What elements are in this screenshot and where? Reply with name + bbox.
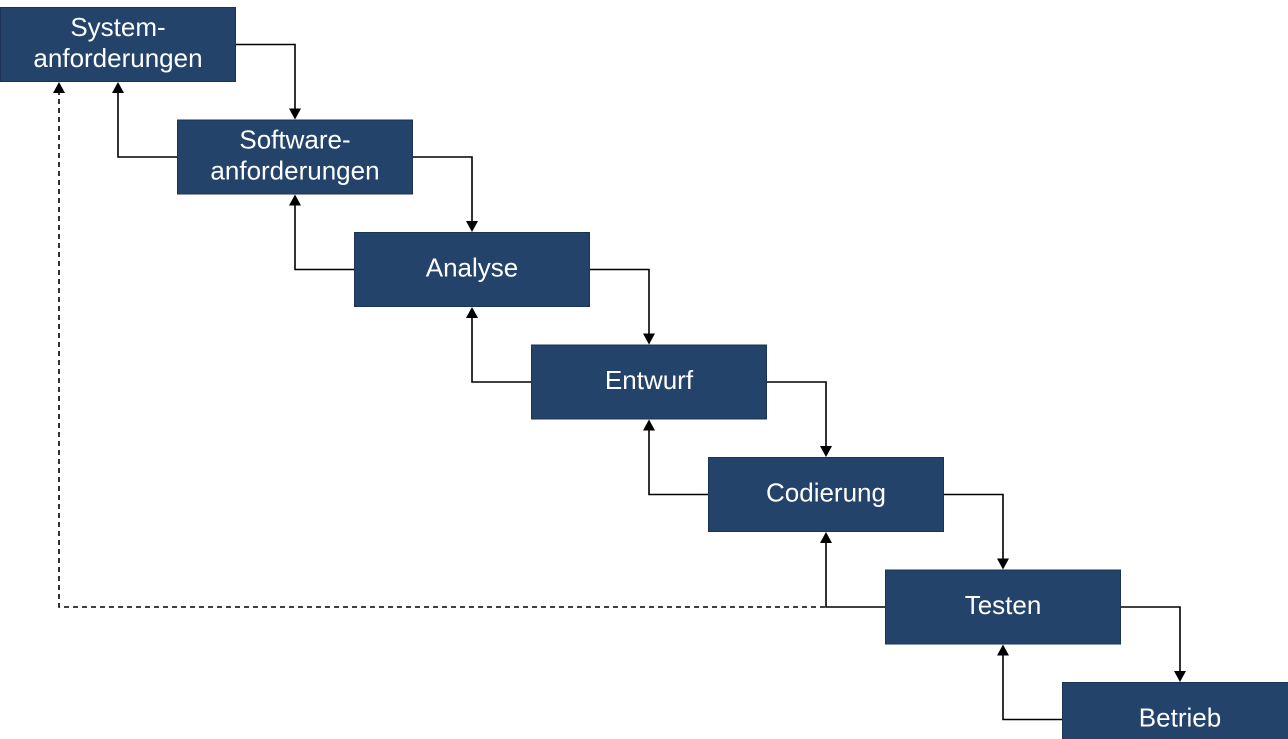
phase-box-rect <box>885 569 1121 645</box>
forward-arrow-line <box>236 43 296 110</box>
back-arrow-line <box>825 542 885 608</box>
phase-box-softwareanforderungen: Software-anforderungen <box>177 119 413 195</box>
phase-box-codierung: Codierung <box>708 457 944 532</box>
forward-arrow-head <box>289 108 301 120</box>
forward-arrow-head <box>466 221 478 232</box>
back-arrow-head <box>820 532 832 543</box>
phase-box-entwurf: Entwurf <box>531 344 767 420</box>
feedback-arrow-line <box>58 92 825 608</box>
back-arrow-line <box>117 92 177 158</box>
phase-box-rect <box>0 7 236 82</box>
forward-arrow-head <box>997 558 1009 570</box>
phase-label: anforderungen <box>210 155 379 185</box>
phase-label: System- <box>70 12 165 42</box>
forward-arrow-line <box>1121 606 1181 672</box>
phase-label: anforderungen <box>33 43 202 73</box>
back-arrow-head <box>289 194 301 206</box>
connections-layer <box>53 43 1186 721</box>
back-arrow-line <box>471 317 531 383</box>
phase-label: Betrieb <box>1139 702 1221 732</box>
phase-box-rect <box>708 457 944 532</box>
back-arrow-line <box>648 429 708 496</box>
feedback-arrow-head <box>53 82 65 93</box>
phase-box-rect <box>531 344 767 420</box>
phase-box-rect <box>1062 682 1288 739</box>
phase-box-betrieb: Betrieb <box>1062 682 1288 739</box>
phase-label: Software- <box>239 124 350 154</box>
back-arrow-head <box>466 307 478 318</box>
phase-box-rect <box>177 119 413 195</box>
phase-label: Analyse <box>426 252 519 282</box>
forward-arrow-head <box>820 446 832 457</box>
forward-arrow-head <box>643 333 655 345</box>
back-arrow-head <box>997 644 1009 656</box>
forward-arrow-line <box>590 268 650 335</box>
phase-box-testen: Testen <box>885 569 1121 645</box>
phase-label: Codierung <box>766 477 886 507</box>
back-arrow-line <box>1002 654 1062 721</box>
forward-arrow-line <box>944 493 1004 560</box>
back-arrow-line <box>294 204 354 271</box>
phase-box-analyse: Analyse <box>354 232 590 307</box>
phase-box-systemanforderungen: System-anforderungen <box>0 7 236 82</box>
phase-box-rect <box>354 232 590 307</box>
forward-arrow-line <box>413 156 473 222</box>
back-arrow-head <box>112 82 124 93</box>
forward-arrow-line <box>767 381 827 447</box>
phase-label: Testen <box>965 590 1042 620</box>
back-arrow-head <box>643 419 655 431</box>
forward-arrow-head <box>1174 671 1186 682</box>
phases-layer: System-anforderungenSoftware-anforderung… <box>0 7 1288 739</box>
phase-label: Entwurf <box>605 365 694 395</box>
